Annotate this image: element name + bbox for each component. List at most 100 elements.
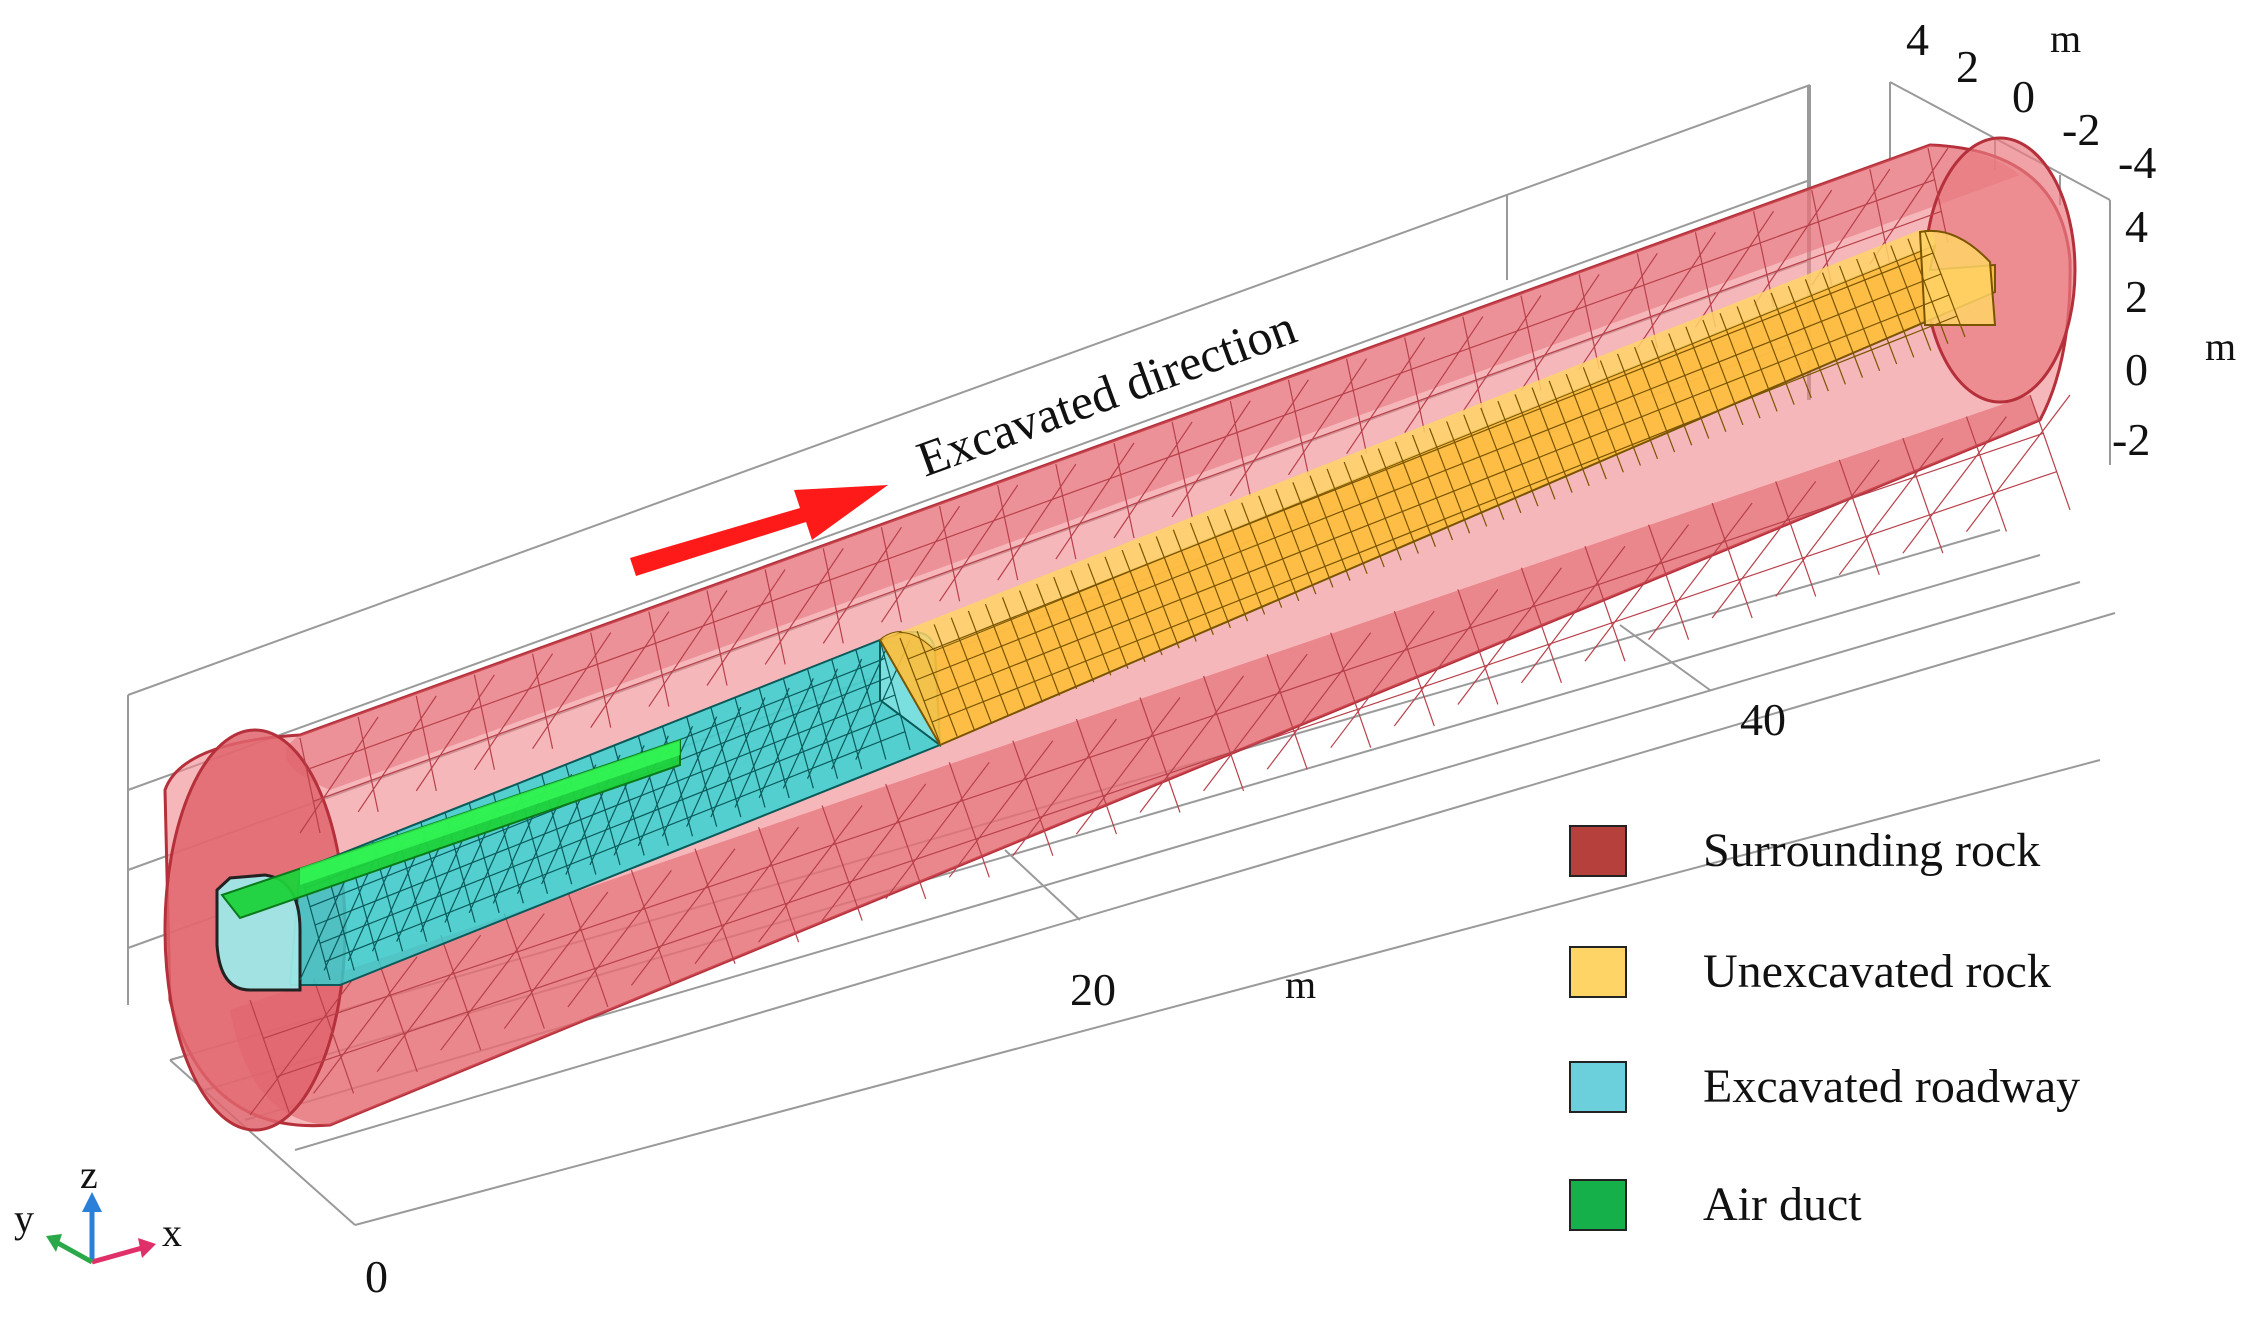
mesh-line [706,590,728,686]
mesh-line [1287,358,1368,476]
mesh-line [899,637,941,744]
mesh-line [1616,353,1659,460]
surrounding-rock-mesh [249,147,2071,1116]
mesh-line [1266,632,1372,770]
mesh-line [758,805,863,943]
mesh-line [324,731,906,963]
mesh-line [1636,231,1716,349]
mesh-line [1275,488,1317,595]
mesh-line [313,210,1942,802]
legend-label-air-duct: Air duct [1703,1178,1862,1231]
mesh-line [1770,292,1812,399]
x-tick-0: 0 [365,1251,388,1302]
mesh-line [1599,360,1641,466]
mesh-line [1346,337,1426,455]
excavated-direction-arrow [630,485,888,576]
mesh-line [503,891,609,1029]
mesh-line [1457,567,1562,705]
mesh-line [1856,258,1898,365]
mesh-line [313,956,418,1094]
mesh-line [376,934,482,1073]
mesh-line [1287,379,1310,475]
mesh-line [948,762,990,878]
mesh-line [822,526,902,644]
mesh-line [1012,740,1054,856]
mesh-line [923,294,1950,702]
mesh-line [1343,461,1385,568]
mesh-line [1309,475,1351,581]
mesh-line [967,610,1009,717]
mesh-line [276,471,2057,1078]
y-unit: m [2050,16,2081,61]
mesh-line [997,485,1019,581]
mesh-line [1171,421,1193,518]
mesh-line [1155,536,1197,642]
mesh-line [1377,448,1419,554]
mesh-line [1648,502,1753,641]
mesh-line [1924,231,1966,338]
mesh-line [764,569,786,665]
mesh-line [590,611,670,728]
mesh-line [997,463,1077,581]
mesh-line [1360,455,1402,561]
mesh-line [1075,697,1181,835]
mesh-line [1838,459,1880,576]
z-tick-0: 0 [2125,344,2148,395]
y-tick-minus-2: -2 [2062,104,2100,155]
mesh-line [249,999,291,1116]
mesh-line [440,913,545,1051]
mesh-line [531,653,554,749]
mesh-line [1172,529,1214,635]
mesh-line [1890,245,1932,351]
mesh-line [306,179,1935,771]
mesh-line [1694,210,1775,328]
x-tick-20: 20 [1070,964,1116,1015]
mesh-line [1636,253,1658,349]
mesh-line [1582,367,1624,473]
mesh-line [1520,567,1562,684]
legend-swatch-excavated-roadway [1569,1061,1627,1113]
mesh-line [1393,589,1499,727]
legend-swatch-air-duct [1569,1179,1627,1231]
mesh-line [1480,407,1522,514]
mesh-line [1036,583,1078,690]
mesh-line [1206,515,1249,622]
mesh-line [984,603,1026,710]
mesh-line [1578,253,1658,370]
mesh-line [1902,416,2007,554]
mesh-line [1055,442,1135,560]
mesh-line [1965,394,2071,532]
mesh-line [1668,333,1710,439]
mesh-line [821,805,863,921]
orientation-triad: z x y [14,1152,182,1265]
legend-label-surrounding-rock: Surrounding rock [1703,824,2040,877]
mesh-line [503,913,545,1029]
mesh-line [1787,285,1829,392]
mesh-line [1584,546,1626,662]
x-tick-40: 40 [1740,694,1786,745]
mesh-line [1711,481,1817,619]
mesh-line [764,548,844,665]
mesh-line [1804,279,1846,385]
unexcavated-rock [878,229,1997,747]
x-axis-labels: 0 20 40 m [365,694,1786,1302]
mesh-line [567,869,672,1008]
mesh-line [758,826,800,943]
mesh-line [1224,509,1266,615]
mesh-line [939,484,1019,602]
mesh-line [1753,189,1833,307]
mesh-line [1811,168,1891,286]
legend-swatch-surrounding-rock [1569,825,1627,877]
mesh-line [1775,459,1880,597]
mesh-line [313,978,355,1094]
mesh-line [376,956,418,1072]
mesh-line [314,694,896,926]
mesh-line [1229,400,1251,496]
mesh-line [1497,400,1539,507]
mesh-line [648,611,670,707]
z-axis-labels: 4 2 0 -2 m [2112,201,2236,465]
mesh-line [1258,495,1300,602]
mesh-line [822,548,844,644]
mesh-line [1189,522,1231,629]
